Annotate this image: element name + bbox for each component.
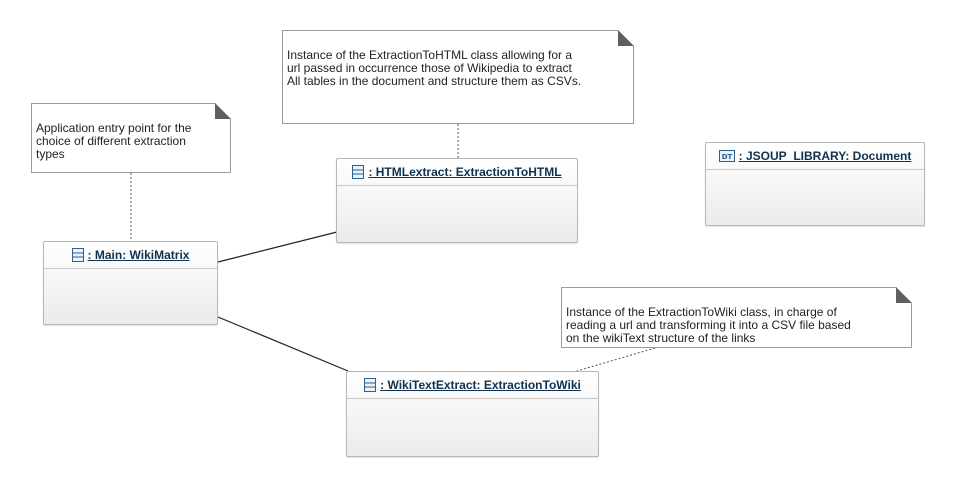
note-main-text: Application entry point for the choice o… (36, 121, 192, 161)
class-icon (71, 248, 84, 262)
link-main-wiki[interactable] (217, 316, 349, 372)
data-type-icon: DT (718, 150, 735, 162)
note-html[interactable]: Instance of the ExtractionToHTML class a… (282, 30, 634, 124)
object-header: DT : JSOUP_LIBRARY: Document (706, 143, 924, 170)
object-title: : WikiTextExtract: ExtractionToWiki (380, 378, 581, 392)
object-main-wikimatrix[interactable]: : Main: WikiMatrix (43, 241, 218, 325)
note-wiki[interactable]: Instance of the ExtractionToWiki class, … (561, 287, 912, 348)
svg-text:DT: DT (721, 153, 732, 161)
object-jsoup-library[interactable]: DT : JSOUP_LIBRARY: Document (705, 142, 925, 226)
object-title: : Main: WikiMatrix (87, 248, 190, 262)
note-html-text: Instance of the ExtractionToHTML class a… (287, 48, 582, 88)
object-title: : JSOUP_LIBRARY: Document (738, 149, 912, 163)
note-fold-icon (215, 103, 231, 119)
object-wikitextextract[interactable]: : WikiTextExtract: ExtractionToWiki (346, 371, 599, 457)
note-wiki-text: Instance of the ExtractionToWiki class, … (566, 305, 851, 345)
object-header: : HTMLextract: ExtractionToHTML (337, 159, 577, 186)
note-main[interactable]: Application entry point for the choice o… (31, 103, 231, 173)
object-title: : HTMLextract: ExtractionToHTML (368, 165, 562, 179)
object-header: : Main: WikiMatrix (44, 242, 217, 269)
class-icon (364, 378, 377, 392)
object-htmlextract[interactable]: : HTMLextract: ExtractionToHTML (336, 158, 578, 243)
link-main-html[interactable] (217, 231, 338, 263)
note-fold-icon (618, 30, 634, 46)
note-fold-icon (896, 287, 912, 303)
object-header: : WikiTextExtract: ExtractionToWiki (347, 372, 598, 399)
class-icon (352, 165, 365, 179)
